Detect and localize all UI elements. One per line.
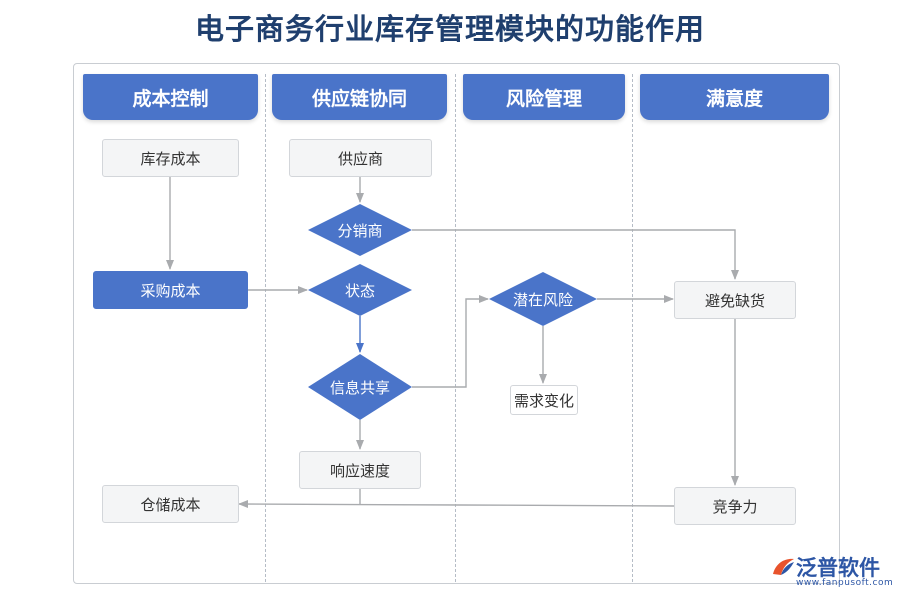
node-avoid-shortage: 避免缺货 — [674, 281, 796, 319]
lane-divider — [455, 74, 456, 582]
node-inventory-cost: 库存成本 — [102, 139, 239, 177]
brand-url: www.fanpusoft.com — [796, 578, 894, 588]
lane-header-risk: 风险管理 — [463, 74, 625, 120]
page-title: 电子商务行业库存管理模块的功能作用 — [194, 12, 705, 46]
diamond-status — [308, 264, 412, 316]
label-distributor: 分销商 — [337, 221, 383, 240]
lane-header-satisfaction: 满意度 — [640, 74, 829, 120]
fanpu-logo-icon — [773, 558, 794, 575]
label-status: 状态 — [344, 281, 375, 300]
diamond-info-sharing — [308, 354, 412, 420]
label-potential-risk: 潜在风险 — [512, 290, 573, 309]
brand-name: 泛普软件 — [796, 556, 880, 580]
node-purchase-cost: 采购成本 — [93, 271, 248, 309]
edge-info-to-risk — [412, 295, 489, 388]
edge-competitiveness-to-storage — [238, 500, 675, 509]
label-info-sharing: 信息共享 — [329, 378, 390, 397]
diamond-distributor — [308, 204, 412, 256]
node-competitiveness: 竞争力 — [674, 487, 796, 525]
node-storage-cost: 仓储成本 — [102, 485, 239, 523]
lane-divider — [265, 74, 266, 582]
lane-header-cost-control: 成本控制 — [83, 74, 258, 120]
diamond-potential-risk — [489, 272, 597, 326]
node-supplier: 供应商 — [289, 139, 432, 177]
node-demand-change: 需求变化 — [510, 385, 578, 415]
edge-distributor-to-avoid-shortage — [412, 229, 739, 280]
brand-logo: 泛普软件 — [770, 552, 880, 582]
lane-divider — [632, 74, 633, 582]
lane-header-supply-chain: 供应链协同 — [272, 74, 447, 120]
node-response-speed: 响应速度 — [299, 451, 421, 489]
diagram-frame — [73, 63, 840, 584]
